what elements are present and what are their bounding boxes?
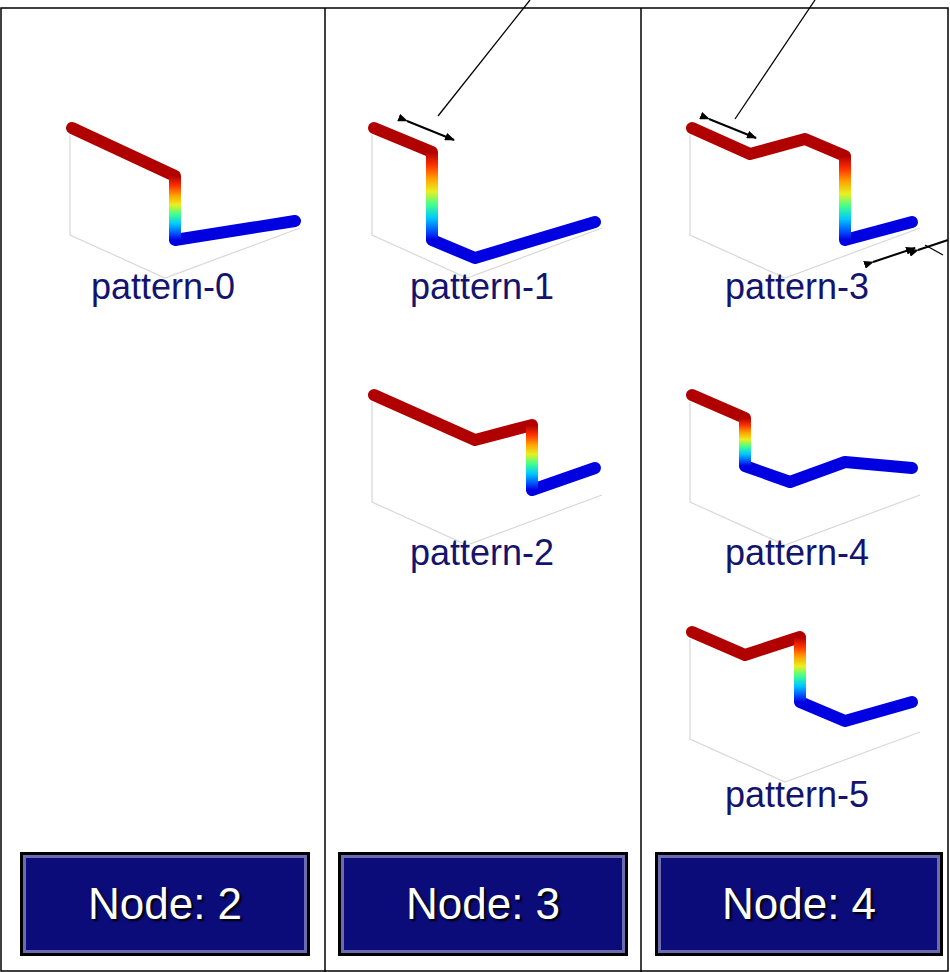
node-count-box: Node: 2 [20, 852, 310, 956]
column-divider [324, 8, 326, 972]
pipe-path [72, 128, 912, 721]
pattern-label: pattern-4 [725, 533, 869, 573]
pattern-label: pattern-0 [91, 267, 235, 307]
pattern-label: pattern-5 [725, 775, 869, 815]
node-label: Node: 4 [722, 880, 876, 928]
column-divider [640, 8, 642, 972]
grid-outline [70, 135, 920, 782]
leader-lines [407, 0, 948, 262]
node-count-box: Node: 3 [338, 852, 628, 956]
node-label: Node: 3 [406, 880, 560, 928]
outer-frame [1, 8, 948, 971]
node-label: Node: 2 [88, 880, 242, 928]
pattern-label: pattern-2 [410, 533, 554, 573]
pattern-label: pattern-1 [410, 267, 554, 307]
node-count-box: Node: 4 [655, 852, 943, 956]
pattern-label: pattern-3 [725, 267, 869, 307]
